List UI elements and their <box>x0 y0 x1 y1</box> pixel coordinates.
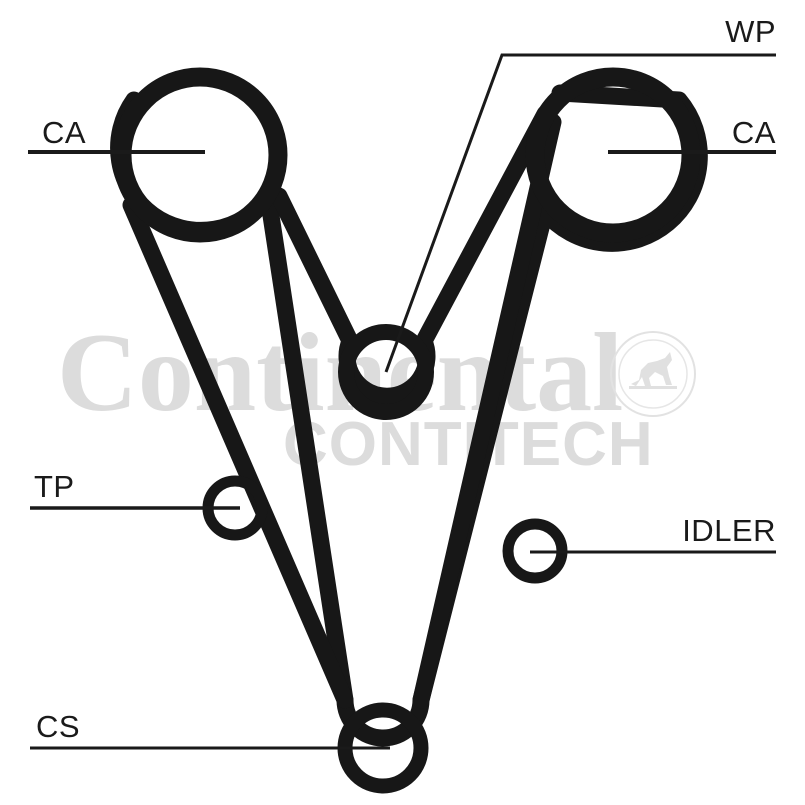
label-ca-right: CA <box>732 115 776 150</box>
annotations-layer: CA WP CA TP IDLER <box>28 14 776 750</box>
label-ca-left: CA <box>42 115 86 150</box>
pulley-ca-left <box>112 67 288 243</box>
pulley-ca-right <box>525 67 701 243</box>
annotation-ca-left[interactable]: CA <box>28 115 205 154</box>
annotation-ca-right[interactable]: CA <box>608 115 776 154</box>
pulley-wp <box>338 324 434 420</box>
annotation-wp[interactable]: WP <box>384 14 776 373</box>
annotation-idler[interactable]: IDLER <box>530 513 776 554</box>
annotation-cs[interactable]: CS <box>30 709 390 750</box>
belt-right-strand <box>412 113 562 709</box>
annotation-tp[interactable]: TP <box>30 469 240 510</box>
prancing-horse-icon <box>610 331 696 417</box>
leader-line-wp <box>384 53 776 373</box>
belt-left-strand <box>122 196 354 709</box>
label-tp: TP <box>34 469 75 504</box>
label-wp: WP <box>725 14 776 49</box>
label-cs: CS <box>36 709 80 744</box>
label-idler: IDLER <box>682 513 776 548</box>
